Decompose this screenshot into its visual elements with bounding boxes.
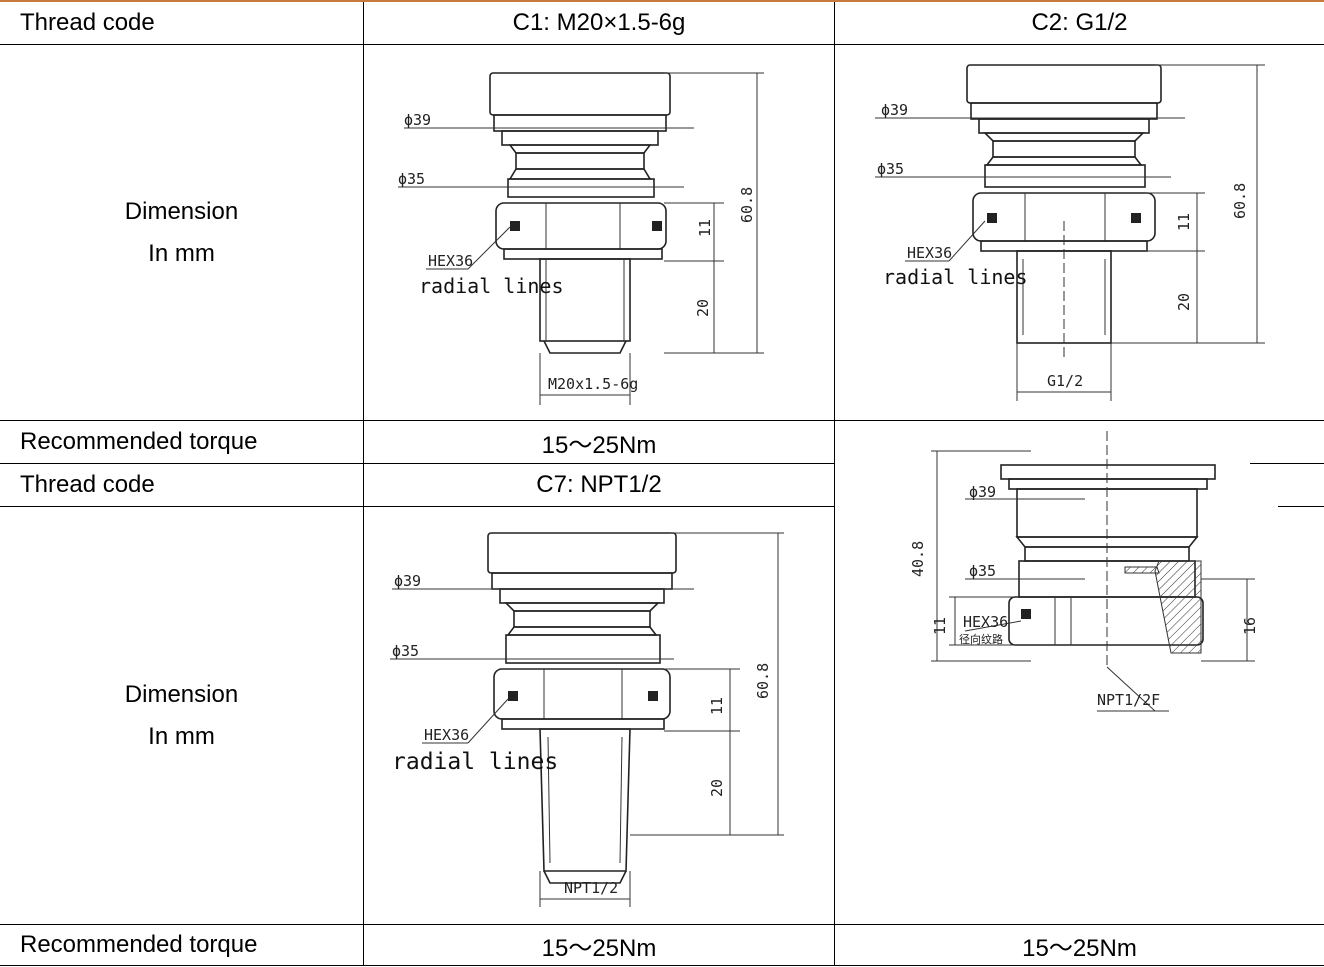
dimension-label-line1: Dimension xyxy=(124,197,239,225)
dim-total-label: 60.8 xyxy=(1231,183,1249,219)
thread-code-c1: C1: M20×1.5-6g xyxy=(512,9,686,36)
grid-line xyxy=(1250,463,1324,464)
torque-c7: 15～25Nm xyxy=(541,934,657,962)
torque-label: Recommended torque xyxy=(20,428,258,455)
diameter-39-label: ϕ39 xyxy=(404,111,431,129)
thread-code-label: Thread code xyxy=(20,9,155,36)
diameter-35-label: ϕ35 xyxy=(877,160,904,178)
thread-spec-label: NPT1/2 xyxy=(564,879,618,897)
torque-c2: 15～25Nm xyxy=(1022,934,1137,962)
drawing-c1: ϕ39 ϕ35 HEX36 radial lines 60.8 11 20 M2… xyxy=(398,72,764,405)
grid-line xyxy=(834,2,835,966)
dim-total-label: 60.8 xyxy=(738,187,756,223)
drawing-c7: ϕ39 ϕ35 HEX36 radial lines 60.8 11 20 NP… xyxy=(390,532,784,907)
grid-line xyxy=(0,506,834,507)
dimension-label-line2: In mm xyxy=(148,722,215,750)
dim-total-label: 40.8 xyxy=(909,541,927,577)
dim-hex-label: 11 xyxy=(708,697,726,715)
grid-line xyxy=(0,420,1324,421)
grid-line xyxy=(0,44,1324,45)
diameter-35-label: ϕ35 xyxy=(969,562,996,580)
torque-c1: 15～25Nm xyxy=(541,431,657,459)
thread-spec-label: G1/2 xyxy=(1047,372,1083,390)
hex-label: HEX36 xyxy=(424,726,469,744)
dim-hex-label: 11 xyxy=(931,617,949,635)
hex-label: HEX36 xyxy=(428,252,473,270)
thread-spec-label: NPT1/2F xyxy=(1097,691,1160,709)
dim-thread-label: 20 xyxy=(694,299,712,317)
dim-thread-label: 16 xyxy=(1241,617,1259,635)
dim-thread-label: 20 xyxy=(1175,293,1193,311)
diameter-35-label: ϕ35 xyxy=(398,170,425,188)
dim-thread-label: 20 xyxy=(708,779,726,797)
grid-line xyxy=(0,924,1324,925)
dimension-label: Dimension In mm xyxy=(0,507,363,924)
top-rule xyxy=(0,0,1324,2)
dimension-label-line1: Dimension xyxy=(124,680,239,708)
dim-total-label: 60.8 xyxy=(754,663,772,699)
dim-hex-label: 11 xyxy=(1175,213,1193,231)
grid-line xyxy=(363,2,364,966)
radial-lines-label: radial lines xyxy=(883,265,1028,289)
radial-lines-label: radial lines xyxy=(392,749,558,775)
thread-spec-label: M20x1.5-6g xyxy=(548,375,638,393)
drawing-npt-female: ϕ39 ϕ35 HEX36 径向纹路 40.8 11 16 NPT1/2F xyxy=(909,431,1259,712)
thread-code-c7: C7: NPT1/2 xyxy=(536,471,662,498)
hex-label: HEX36 xyxy=(963,613,1008,631)
grid-line xyxy=(0,463,834,464)
dimension-label-line2: In mm xyxy=(148,239,215,267)
torque-label: Recommended torque xyxy=(20,931,258,958)
thread-code-c2: C2: G1/2 xyxy=(1031,9,1128,36)
radial-lines-label: radial lines xyxy=(419,274,564,298)
diameter-39-label: ϕ39 xyxy=(969,483,996,501)
radial-lines-label: 径向纹路 xyxy=(959,632,1003,646)
grid-line xyxy=(1278,506,1324,507)
diameter-35-label: ϕ35 xyxy=(392,642,419,660)
thread-code-label: Thread code xyxy=(20,471,155,498)
diameter-39-label: ϕ39 xyxy=(881,101,908,119)
diameter-39-label: ϕ39 xyxy=(394,572,421,590)
hex-label: HEX36 xyxy=(907,244,952,262)
dimension-label: Dimension In mm xyxy=(0,45,363,420)
grid-line xyxy=(0,965,1324,966)
dim-hex-label: 11 xyxy=(696,219,714,237)
drawing-c2: ϕ39 ϕ35 HEX36 radial lines 60.8 11 20 G1… xyxy=(875,64,1265,401)
